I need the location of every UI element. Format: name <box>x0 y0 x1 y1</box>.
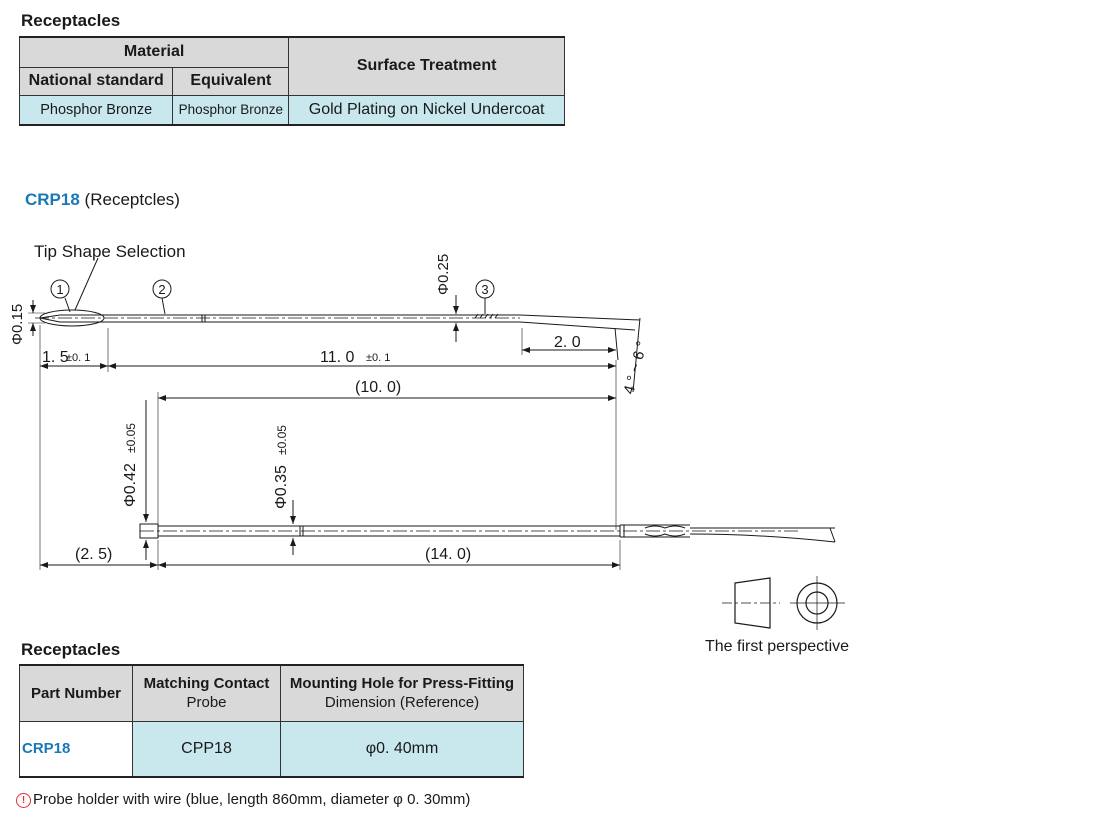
bottom-head <box>139 523 159 539</box>
materials-section-title: Receptacles <box>21 11 121 30</box>
header-matching-probe-line1: Matching Contact <box>143 675 270 693</box>
dim-1-5: 1. 5 <box>42 349 69 366</box>
footnote: !Probe holder with wire (blue, length 86… <box>16 791 470 808</box>
header-equivalent: Equivalent <box>172 66 290 96</box>
header-part-number: Part Number <box>19 664 133 722</box>
warning-icon: ! <box>16 793 31 808</box>
header-material: Material <box>18 36 290 68</box>
cell-surface-treatment: Gold Plating on Nickel Undercoat <box>288 94 565 126</box>
drawing-part-desc: (Receptcles) <box>84 190 180 209</box>
header-mounting-hole: Mounting Hole for Press-Fitting Dimensio… <box>280 664 524 722</box>
header-matching-probe-line2: Probe <box>186 694 227 712</box>
drawing-part-code: CRP18 <box>25 190 80 209</box>
header-surface-treatment: Surface Treatment <box>288 36 565 96</box>
drawing-title: CRP18 (Receptcles) <box>25 190 180 210</box>
dim-d015: Φ0.15 <box>9 304 26 345</box>
cell-national-standard: Phosphor Bronze <box>18 94 174 126</box>
tip-shape-label: Tip Shape Selection <box>34 242 186 261</box>
dim-2-5: (2. 5) <box>75 546 112 563</box>
dim-11-0: 11. 0 <box>320 349 355 366</box>
callout-2-label: 2 <box>158 282 165 297</box>
dim-d035-tol: ±0.05 <box>275 425 289 455</box>
dim-d025: Φ0.25 <box>435 254 452 295</box>
callout-2 <box>152 279 172 299</box>
header-matching-probe: Matching Contact Probe <box>132 664 281 722</box>
dim-14-0: (14. 0) <box>425 546 471 563</box>
dim-1-5-tol: ±0. 1 <box>66 352 90 364</box>
table-row: CRP18 CPP18 φ0. 40mm <box>19 720 524 778</box>
receptacles-table: Part Number Matching Contact Probe Mount… <box>19 664 524 778</box>
dim-d042-tol: ±0.05 <box>124 423 138 453</box>
callout-3-label: 3 <box>481 282 488 297</box>
dim-angle: 4 ° ~ 6 ° <box>620 339 650 396</box>
header-mounting-hole-line1: Mounting Hole for Press-Fitting <box>289 675 515 693</box>
dim-2-0: 2. 0 <box>554 334 581 351</box>
header-national-standard: National standard <box>18 66 174 96</box>
perspective-label: The first perspective <box>705 638 849 655</box>
cell-matching-probe: CPP18 <box>132 720 281 778</box>
callout-1 <box>50 279 70 299</box>
dim-11-0-tol: ±0. 1 <box>366 352 390 364</box>
leader-tip-shape <box>74 257 99 311</box>
materials-table: Material Surface Treatment National stan… <box>18 36 565 126</box>
dim-d035: Φ0.35 <box>273 465 290 509</box>
callout-1-label: 1 <box>56 282 63 297</box>
dim-d042: Φ0.42 <box>122 463 139 507</box>
leader-1 <box>64 297 71 313</box>
first-perspective-symbol <box>722 576 845 630</box>
leader-2 <box>161 297 166 315</box>
header-mounting-hole-line2: Dimension (Reference) <box>324 694 480 712</box>
callout-3 <box>475 279 495 299</box>
footnote-text: Probe holder with wire (blue, length 860… <box>33 791 471 808</box>
dim-10-0: (10. 0) <box>355 379 401 396</box>
cell-mounting-hole: φ0. 40mm <box>280 720 524 778</box>
cell-part-number: CRP18 <box>19 720 133 778</box>
cell-equivalent: Phosphor Bronze <box>172 94 290 126</box>
receptacles-section-title: Receptacles <box>21 640 121 659</box>
